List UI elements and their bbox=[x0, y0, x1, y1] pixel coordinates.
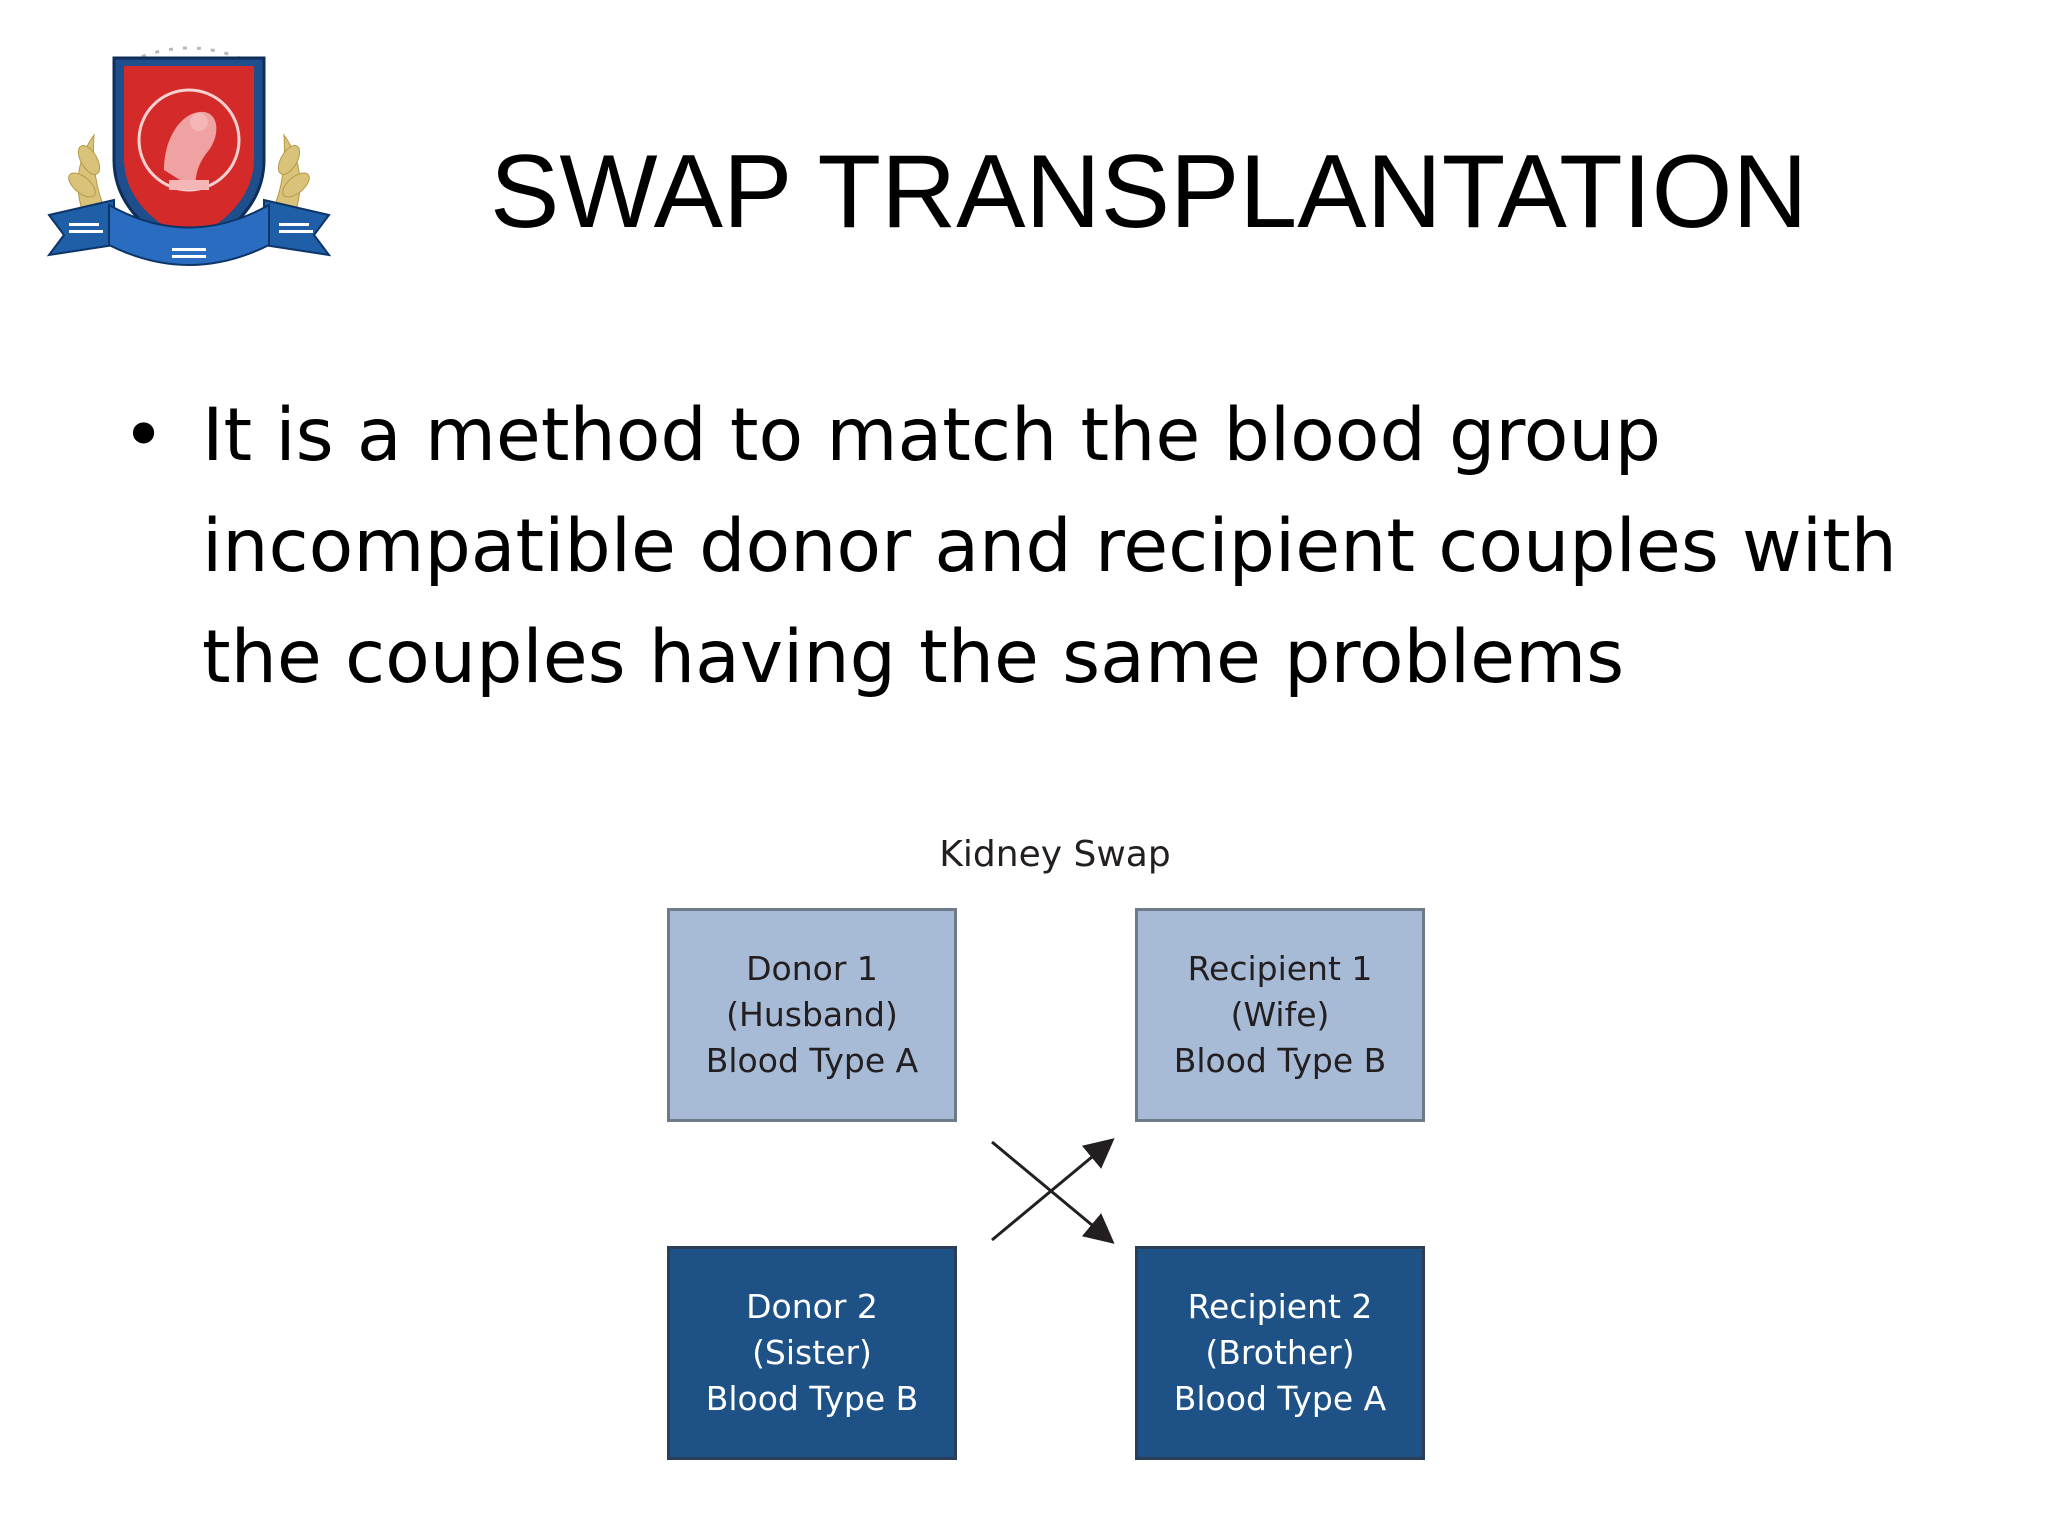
diagram-title: Kidney Swap bbox=[939, 834, 1171, 875]
donor-2-relation: (Sister) bbox=[752, 1333, 872, 1372]
recipient-2-box: Recipient 2 (Brother) Blood Type A bbox=[1135, 1246, 1425, 1460]
university-crest-icon bbox=[44, 40, 334, 280]
bullet-marker: • bbox=[122, 393, 166, 478]
donor-1-blood-type: Blood Type A bbox=[705, 1041, 919, 1080]
donor-2-box: Donor 2 (Sister) Blood Type B bbox=[667, 1246, 957, 1460]
recipient-1-blood-type: Blood Type B bbox=[1173, 1041, 1387, 1080]
bullet-text: It is a method to match the blood group … bbox=[202, 393, 1897, 700]
arrow-donor2-to-recipient1 bbox=[991, 1138, 1115, 1242]
recipient-2-label: Recipient 2 bbox=[1187, 1287, 1373, 1326]
donor-1-label: Donor 1 bbox=[746, 949, 878, 988]
kidney-swap-diagram: Kidney Swap Donor 1 (Husband) Blood Type… bbox=[660, 822, 1450, 1472]
recipient-1-box: Recipient 1 (Wife) Blood Type B bbox=[1135, 908, 1425, 1122]
slide-title: SWAP TRANSPLANTATION bbox=[490, 134, 1808, 250]
donor-2-label: Donor 2 bbox=[746, 1287, 878, 1326]
recipient-1-label: Recipient 1 bbox=[1187, 949, 1373, 988]
bullet-item: • It is a method to match the blood grou… bbox=[118, 380, 1938, 713]
swap-arrows bbox=[991, 1138, 1115, 1244]
donor-1-box: Donor 1 (Husband) Blood Type A bbox=[667, 908, 957, 1122]
recipient-2-relation: (Brother) bbox=[1205, 1333, 1355, 1372]
bullet-list: • It is a method to match the blood grou… bbox=[118, 380, 1938, 713]
recipient-2-blood-type: Blood Type A bbox=[1173, 1379, 1387, 1418]
donor-2-blood-type: Blood Type B bbox=[705, 1379, 919, 1418]
donor-1-relation: (Husband) bbox=[726, 995, 898, 1034]
recipient-1-relation: (Wife) bbox=[1230, 995, 1330, 1034]
